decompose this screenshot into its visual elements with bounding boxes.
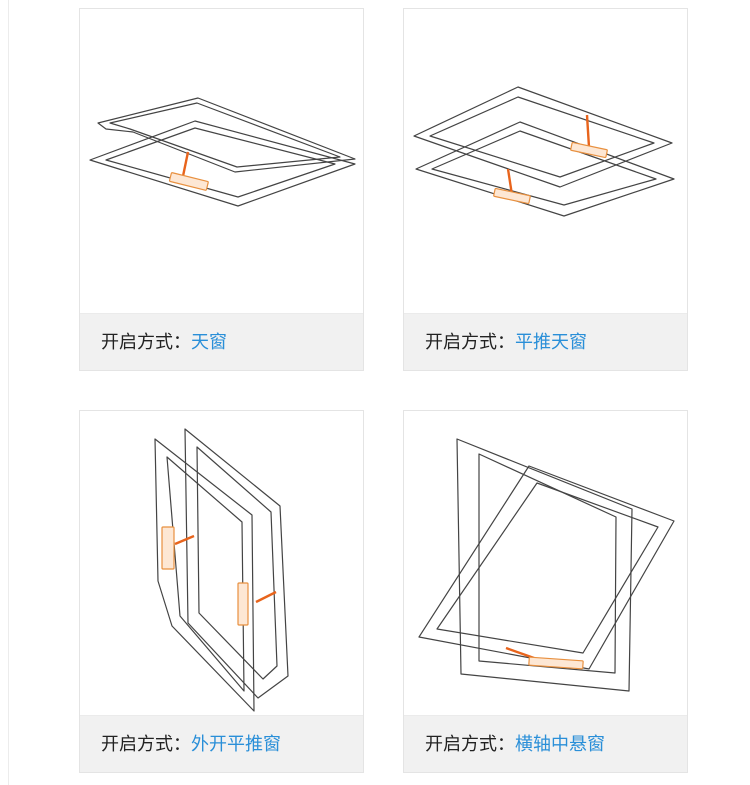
card-caption: 开启方式：天窗 (80, 313, 363, 370)
skylight-illustration (89, 97, 356, 207)
window-type-label: 平推天窗 (515, 332, 587, 353)
parallel-skylight-illustration (413, 86, 675, 217)
page-divider (8, 0, 9, 785)
window-card-parallel-skylight[interactable]: 开启方式：平推天窗 (403, 8, 688, 371)
window-type-label: 天窗 (191, 332, 227, 353)
caption-label: 开启方式： (425, 332, 515, 353)
caption-label: 开启方式： (101, 734, 191, 755)
card-caption: 开启方式：平推天窗 (404, 313, 687, 370)
caption-label: 开启方式： (101, 332, 191, 353)
window-card-skylight[interactable]: 开启方式：天窗 (79, 8, 364, 371)
window-type-label: 外开平推窗 (191, 734, 281, 755)
outward-parallel-illustration (154, 428, 289, 712)
center-pivot-illustration (418, 438, 675, 692)
card-caption: 开启方式：外开平推窗 (80, 715, 363, 772)
card-caption: 开启方式：横轴中悬窗 (404, 715, 687, 772)
caption-label: 开启方式： (425, 734, 515, 755)
window-card-center-pivot[interactable]: 开启方式：横轴中悬窗 (403, 410, 688, 773)
window-type-label: 横轴中悬窗 (515, 734, 605, 755)
window-card-outward-parallel[interactable]: 开启方式：外开平推窗 (79, 410, 364, 773)
